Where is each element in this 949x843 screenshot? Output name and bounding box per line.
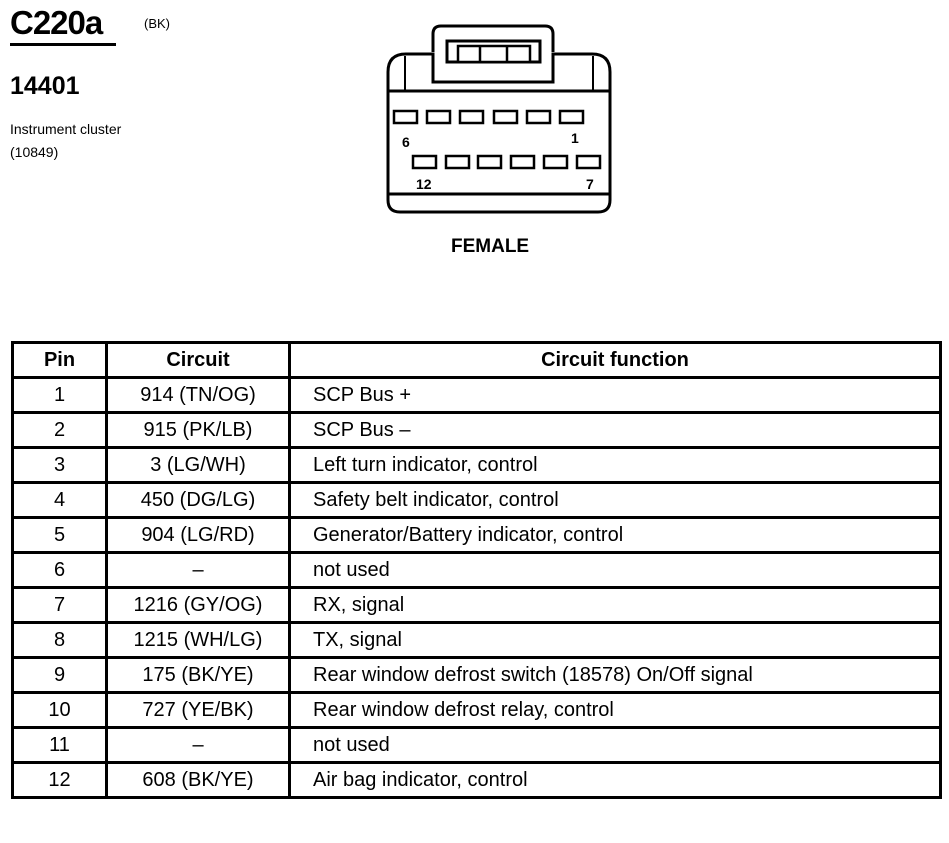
pin-cell: 7 — [11, 586, 108, 624]
connector-gender-label: FEMALE — [451, 236, 530, 257]
circuit-cell: 175 (BK/YE) — [105, 656, 291, 694]
function-cell: SCP Bus – — [288, 411, 942, 449]
connector-face-drawing: 6 1 12 7 — [386, 24, 612, 214]
pin-cell: 10 — [11, 691, 108, 729]
connector-diagram: 6 1 12 7 — [380, 14, 620, 224]
pin-cell: 2 — [11, 411, 108, 449]
header-pin: Pin — [11, 341, 108, 379]
pin-cell: 3 — [11, 446, 108, 484]
function-cell: Rear window defrost relay, control — [288, 691, 942, 729]
pin-cell: 11 — [11, 726, 108, 764]
circuit-cell: 3 (LG/WH) — [105, 446, 291, 484]
pin-cell: 5 — [11, 516, 108, 554]
pin-cell: 8 — [11, 621, 108, 659]
connector-id-underline — [10, 43, 116, 46]
pin-label-1: 1 — [571, 130, 579, 146]
circuit-cell: 914 (TN/OG) — [105, 376, 291, 414]
function-cell: not used — [288, 551, 942, 589]
function-cell: SCP Bus + — [288, 376, 942, 414]
table-header-row: Pin Circuit Circuit function — [11, 341, 942, 379]
pin-cell: 9 — [11, 656, 108, 694]
pin-cell: 1 — [11, 376, 108, 414]
function-cell: Left turn indicator, control — [288, 446, 942, 484]
table-row: 11–not used — [11, 726, 942, 764]
connector-color: (BK) — [144, 16, 170, 31]
table-row: 6–not used — [11, 551, 942, 589]
part-number: 14401 — [10, 72, 80, 100]
circuit-cell: 450 (DG/LG) — [105, 481, 291, 519]
function-cell: TX, signal — [288, 621, 942, 659]
function-cell: not used — [288, 726, 942, 764]
header-circuit: Circuit — [105, 341, 291, 379]
function-cell: Rear window defrost switch (18578) On/Of… — [288, 656, 942, 694]
function-cell: Safety belt indicator, control — [288, 481, 942, 519]
pin-cell: 6 — [11, 551, 108, 589]
circuit-cell: – — [105, 726, 291, 764]
component-ref: (10849) — [10, 144, 59, 160]
function-cell: RX, signal — [288, 586, 942, 624]
component-name: Instrument cluster — [10, 121, 122, 137]
pin-label-12: 12 — [416, 176, 432, 192]
circuit-cell: 904 (LG/RD) — [105, 516, 291, 554]
function-cell: Air bag indicator, control — [288, 761, 942, 799]
pin-label-7: 7 — [586, 176, 594, 192]
circuit-cell: 608 (BK/YE) — [105, 761, 291, 799]
function-cell: Generator/Battery indicator, control — [288, 516, 942, 554]
connector-id: C220a — [10, 4, 103, 41]
header-circuit-function: Circuit function — [288, 341, 942, 379]
circuit-cell: 727 (YE/BK) — [105, 691, 291, 729]
circuit-cell: – — [105, 551, 291, 589]
circuit-cell: 1215 (WH/LG) — [105, 621, 291, 659]
pin-label-6: 6 — [402, 134, 410, 150]
circuit-cell: 915 (PK/LB) — [105, 411, 291, 449]
pin-cell: 12 — [11, 761, 108, 799]
circuit-cell: 1216 (GY/OG) — [105, 586, 291, 624]
pin-cell: 4 — [11, 481, 108, 519]
